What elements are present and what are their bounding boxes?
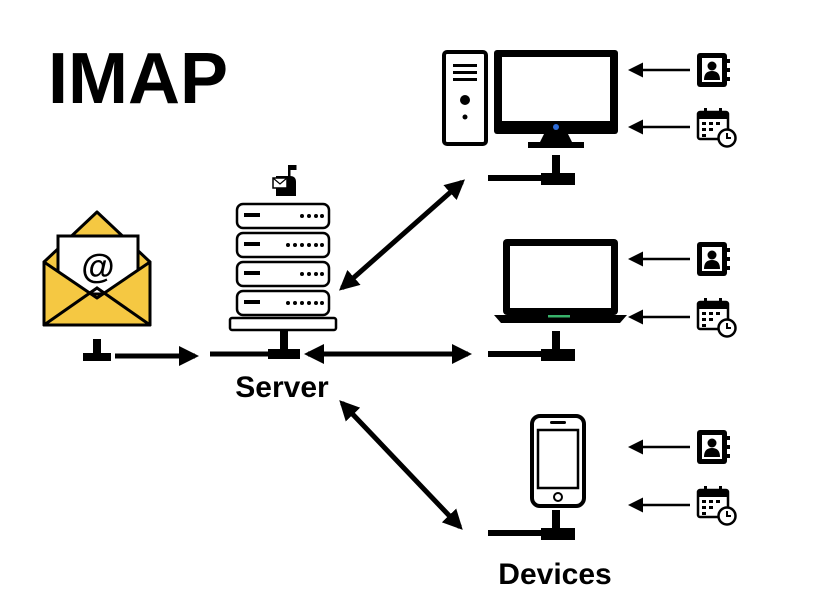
mailbox-icon — [272, 165, 297, 196]
laptop-sync-items — [628, 242, 737, 338]
desktop-sync-items — [628, 53, 737, 148]
smartphone-icon — [530, 414, 586, 508]
calendar-clock-icon — [696, 484, 737, 526]
phone-connector — [488, 510, 575, 540]
calendar-clock-icon — [696, 296, 737, 338]
diagram-title: IMAP — [48, 39, 228, 119]
envelope-connector — [83, 339, 111, 361]
calendar-clock-icon — [696, 106, 737, 148]
arrow-server-desktop — [339, 179, 465, 291]
contact-book-icon — [697, 430, 730, 464]
laptop-icon — [494, 239, 627, 323]
server-connector — [268, 331, 300, 359]
phone-sync-items — [628, 430, 737, 526]
email-envelope-icon: @ — [42, 210, 152, 327]
server-led-lights — [244, 213, 324, 305]
desktop-computer-icon — [442, 50, 618, 148]
server-rack-icon — [228, 202, 338, 332]
server-label: Server — [235, 371, 329, 404]
arrow-server-phone — [339, 400, 463, 530]
desktop-connector — [488, 155, 575, 185]
contact-book-icon — [697, 242, 730, 276]
at-sign-glyph: @ — [81, 248, 114, 286]
contact-book-icon — [697, 53, 730, 87]
laptop-connector — [488, 331, 575, 361]
devices-label: Devices — [498, 558, 611, 591]
